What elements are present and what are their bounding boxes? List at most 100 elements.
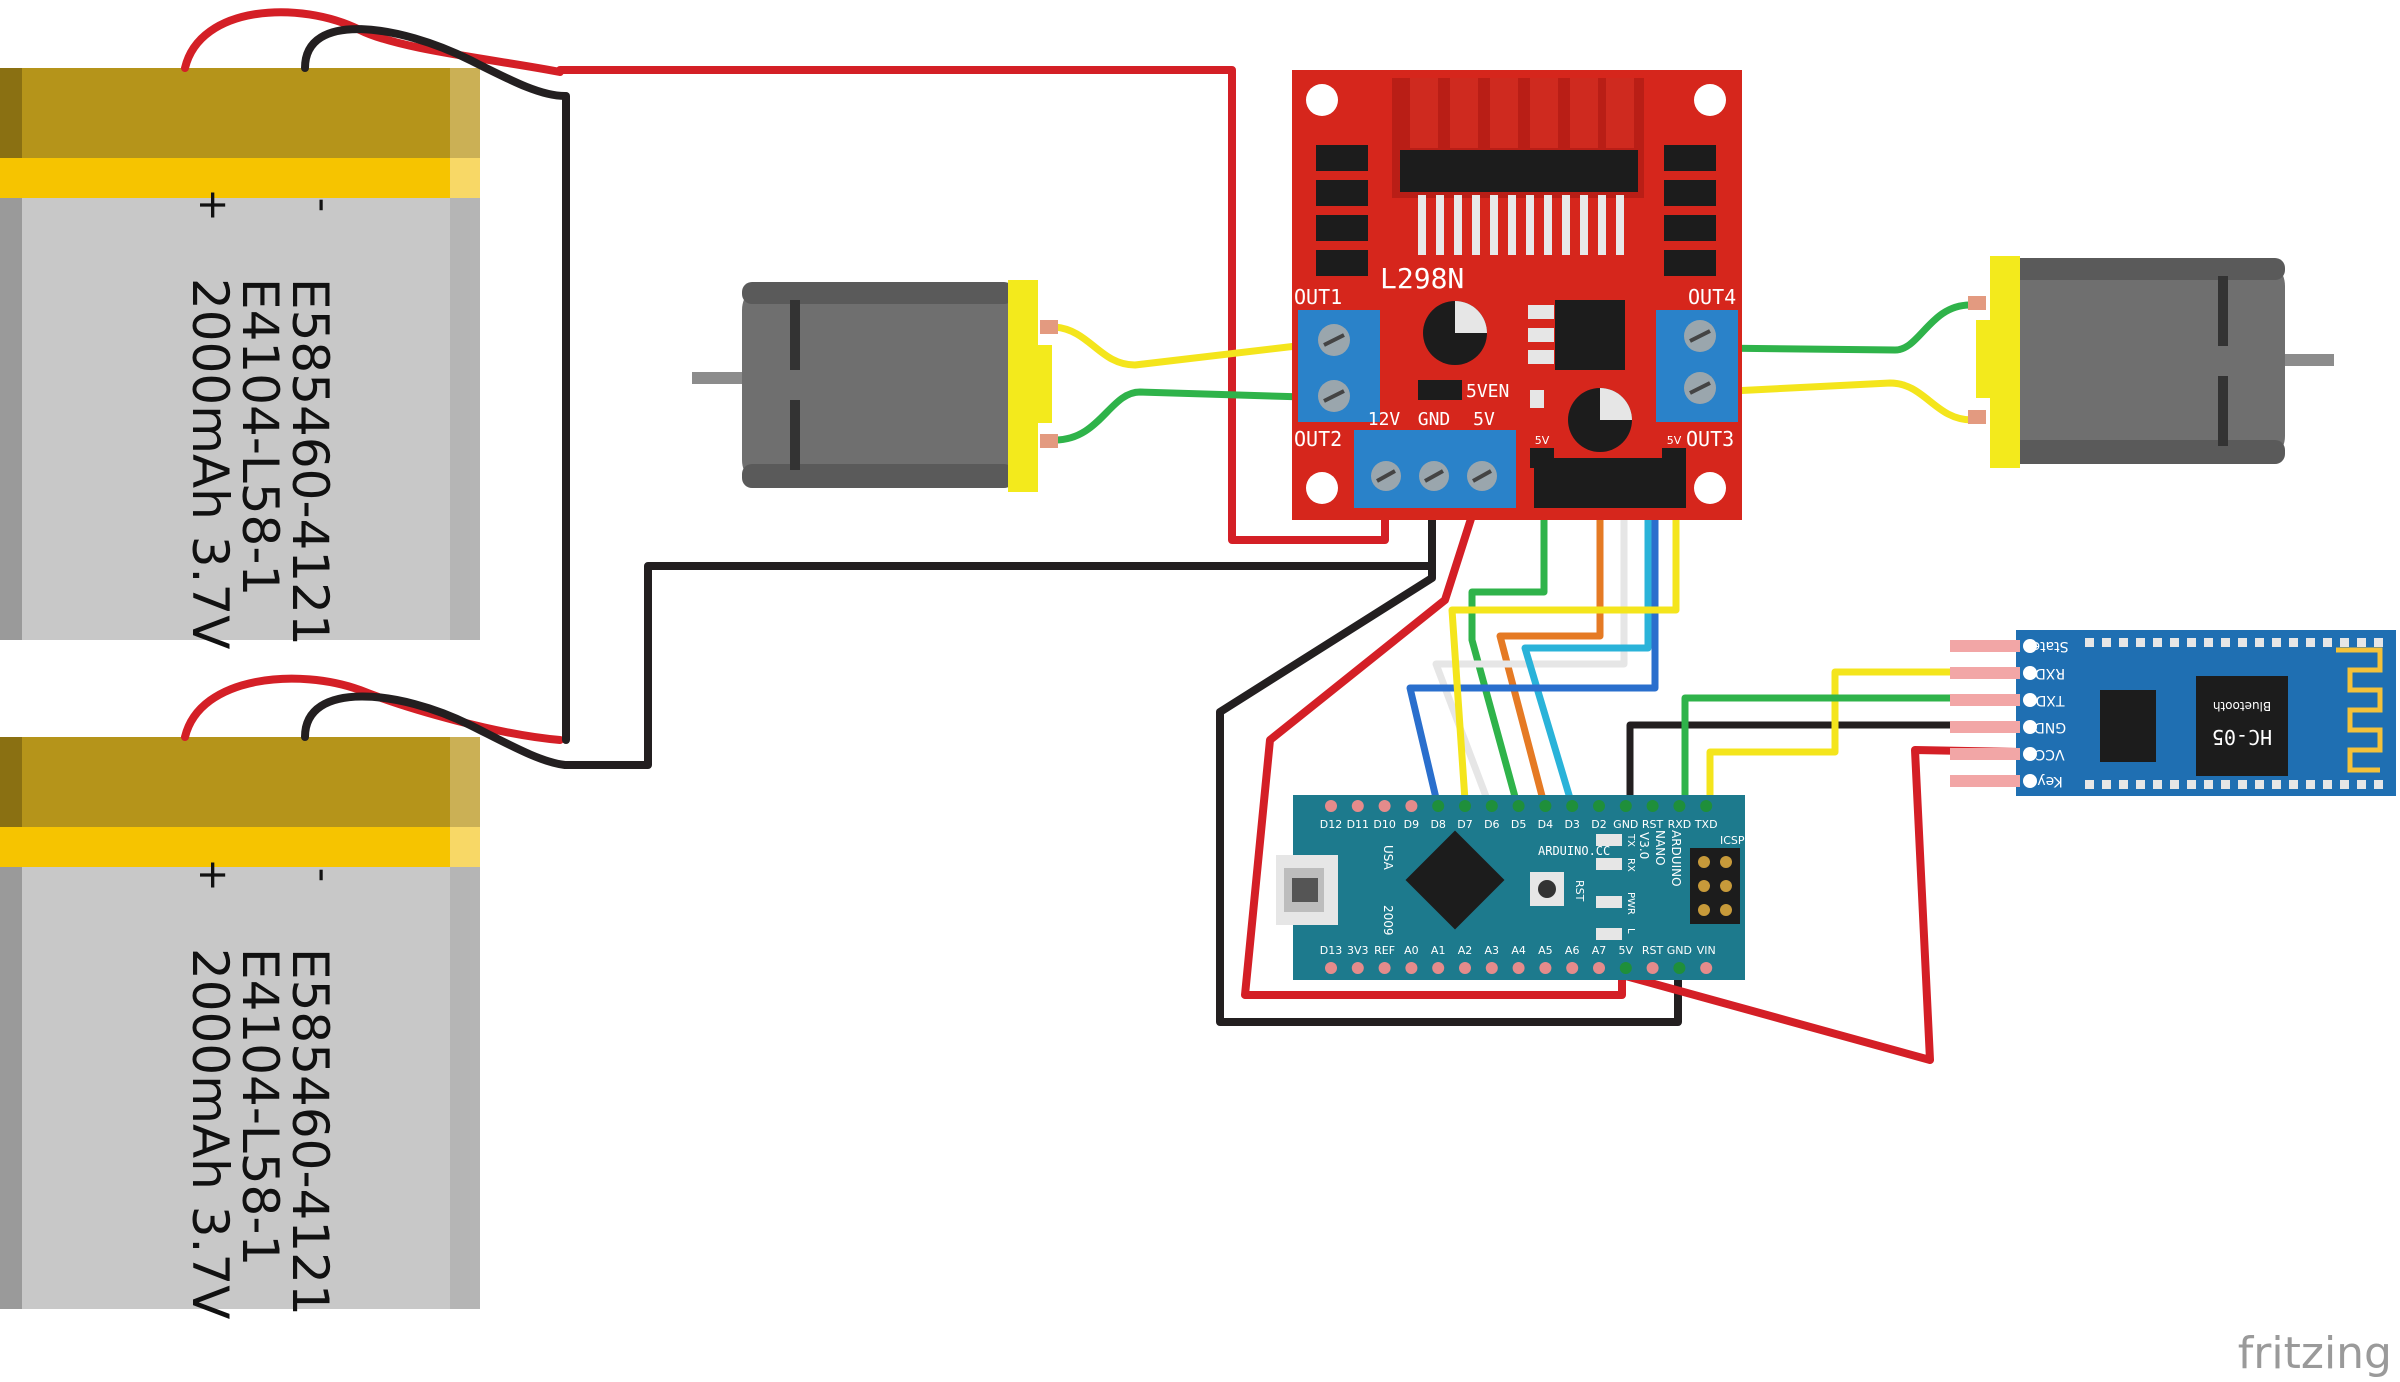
- battery-1-black-lead: [301, 25, 569, 100]
- nano-top-pin-hole: [1566, 800, 1579, 812]
- nano-bottom-pin-label: RST: [1642, 944, 1664, 957]
- nano-led-l: L: [1625, 928, 1636, 934]
- hc05-edge-pad: [2170, 780, 2179, 789]
- hc05-edge-pad: [2204, 638, 2213, 647]
- hc05-edge-pad: [2272, 780, 2281, 789]
- nano-led-rx: RX: [1625, 858, 1636, 872]
- hc05-edge-pad: [2136, 638, 2145, 647]
- nano-bottom-pin-label: REF: [1374, 944, 1395, 957]
- battery-2-minus: -: [300, 868, 346, 882]
- nano-bottom-pin-hole: [1485, 962, 1498, 974]
- motor-left-green-lead: [1051, 388, 1309, 444]
- hc05-edge-pad: [2221, 638, 2230, 647]
- motor-left-yellow-lead: [1051, 323, 1309, 369]
- nano-top-pin-hole: [1459, 800, 1471, 812]
- battery-2-model: E585460-4121: [281, 948, 339, 1316]
- hc05-edge-pad: [2289, 780, 2298, 789]
- nano-bottom-pin-label: A4: [1511, 944, 1526, 957]
- hc05-pin-label: TXD: [2036, 692, 2066, 708]
- nano-bottom-pin-label: A7: [1592, 944, 1607, 957]
- nano-top-pin-hole: [1378, 800, 1391, 812]
- nano-top-pin-hole: [1646, 800, 1659, 812]
- nano-led-tx: TX: [1625, 833, 1636, 847]
- hc05-edge-pad: [2374, 638, 2383, 647]
- gnd-nano-black-wire: [1216, 516, 1682, 1026]
- hc05-edge-pad: [2357, 780, 2366, 789]
- battery-1-model: E585460-4121: [281, 278, 339, 646]
- hc05-edge-pad: [2085, 638, 2094, 647]
- tx-hc05-yellow-wire: [1706, 668, 1994, 819]
- l298n-5v-label: 5V: [1473, 409, 1495, 430]
- nano-title-label: ARDUINO: [1669, 830, 1683, 887]
- battery-1-plus: +: [190, 188, 236, 222]
- hc05-pin-lead: [1950, 748, 2020, 760]
- nano-bottom-pin-label: D13: [1320, 944, 1342, 957]
- nano-top-pin-hole: [1619, 800, 1632, 812]
- nano-top-pin-label: D3: [1564, 818, 1579, 831]
- hc05-edge-pad: [2306, 638, 2315, 647]
- nano-bottom-pin-hole: [1432, 962, 1445, 974]
- nano-bottom-pin-label: GND: [1667, 944, 1692, 957]
- nano-top-pin-label: D11: [1347, 818, 1369, 831]
- hc05-edge-pad: [2323, 780, 2332, 789]
- nano-year-label: 2009: [1381, 905, 1395, 936]
- hc05-pin-label: RXD: [2035, 665, 2065, 681]
- hc05-pin-label: VCC: [2035, 746, 2064, 762]
- nano-bottom-pin-hole: [1673, 962, 1686, 974]
- nano-bottom-pin-label: A5: [1538, 944, 1553, 957]
- l298n-out1-label: OUT1: [1294, 285, 1342, 309]
- battery-2-black-lead: [301, 692, 569, 769]
- l298n-out4-label: OUT4: [1688, 285, 1736, 309]
- nano-bottom-pin-hole: [1351, 962, 1364, 974]
- hc05-pin-label: State: [2031, 638, 2068, 654]
- hc05-edge-pad: [2102, 638, 2111, 647]
- ena-green-wire: [1468, 471, 1548, 819]
- battery-2-part: E4104-L58-1: [231, 948, 289, 1266]
- nano-top-pin-label: D6: [1484, 818, 1499, 831]
- nano-bottom-pin-label: A6: [1565, 944, 1580, 957]
- nano-version-label: V3.0: [1637, 832, 1651, 859]
- 5v-nano-red-wire: [1241, 471, 1626, 999]
- l298n-out2-label: OUT2: [1294, 427, 1342, 451]
- hc05-edge-pad: [2255, 638, 2264, 647]
- l298n-label: L298N: [1380, 262, 1464, 295]
- nano-top-pin-label: D12: [1320, 818, 1342, 831]
- hc05-edge-pad: [2306, 780, 2315, 789]
- nano-led-pwr: PWR: [1625, 892, 1636, 915]
- nano-bottom-pin-label: A0: [1404, 944, 1419, 957]
- battery-1: - + E585460-4121 E4104-L58-1 2000mAh 3.7…: [0, 68, 480, 649]
- nano-bottom-pin-hole: [1405, 962, 1418, 974]
- in3-cyan-wire: [1521, 471, 1652, 819]
- nano-brand-label: ARDUINO.CC: [1538, 844, 1610, 858]
- nano-top-pin-hole: [1593, 800, 1605, 812]
- nano-bottom-pin-hole: [1593, 962, 1605, 974]
- nano-top-pin-label: D2: [1591, 818, 1606, 831]
- hc05-edge-pad: [2187, 780, 2196, 789]
- l298n-12v-label: 12V: [1368, 409, 1401, 430]
- hc05-pin-hole: [2023, 720, 2037, 734]
- nano-model-label: NANO: [1653, 830, 1667, 866]
- l298n-gnd-label: GND: [1418, 409, 1451, 430]
- nano-bottom-pin-hole: [1619, 962, 1632, 974]
- hc05-edge-pad: [2255, 780, 2264, 789]
- nano-bottom-pin-hole: [1325, 962, 1337, 974]
- hc05-pin-lead: [1950, 721, 2020, 733]
- hc05-pin-label: Key: [2037, 773, 2062, 789]
- battery-1-red-lead: [181, 8, 564, 76]
- nano-bottom-pin-label: A3: [1485, 944, 1500, 957]
- battery-1-minus: -: [300, 198, 346, 212]
- nano-top-pin-hole: [1432, 800, 1445, 812]
- nano-top-pin-label: TXD: [1694, 818, 1718, 831]
- l298n-5v-pin-left: 5V: [1535, 434, 1550, 447]
- l298n-5v-pin-right: 5V: [1667, 434, 1682, 447]
- hc05-edge-pad: [2357, 638, 2366, 647]
- rx-hc05-green-wire: [1681, 694, 1994, 819]
- hc05-edge-pad: [2153, 780, 2162, 789]
- hc05-edge-pad: [2238, 638, 2247, 647]
- nano-bottom-pin-label: A1: [1431, 944, 1446, 957]
- fritzing-watermark: fritzing: [2238, 1328, 2392, 1377]
- motor-left: [692, 280, 1058, 492]
